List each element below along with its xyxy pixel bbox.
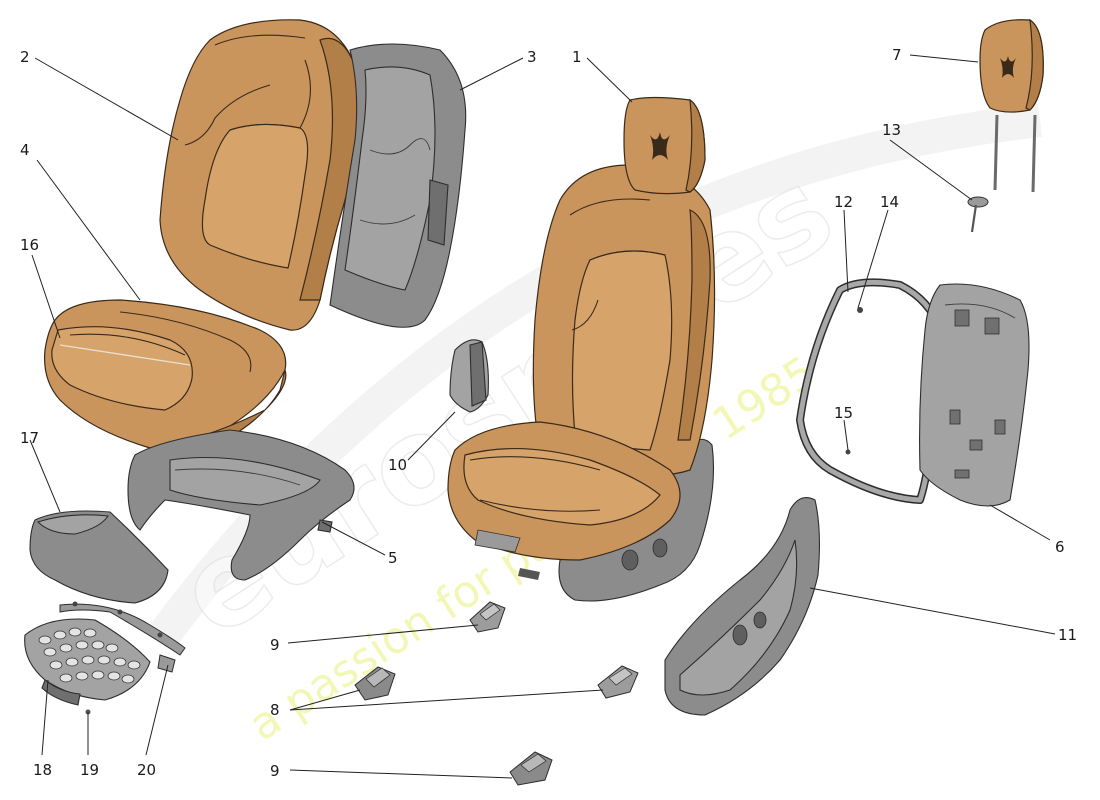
part-clip-lower-9	[509, 751, 553, 786]
callout-17: 17	[20, 429, 39, 447]
callout-5: 5	[388, 549, 398, 567]
callout-2: 2	[20, 48, 30, 66]
part-clip-left-8	[354, 666, 396, 701]
callout-3: 3	[527, 48, 537, 66]
callout-20: 20	[137, 761, 156, 779]
part-cushion-frame-rail	[59, 601, 186, 673]
part-headrest-guide	[967, 196, 989, 233]
callout-11: 11	[1058, 626, 1077, 644]
part-clip-right-8	[597, 665, 639, 699]
callout-15: 15	[834, 404, 853, 422]
part-side-bracket	[449, 339, 489, 413]
part-backrest-frame	[796, 278, 944, 504]
callout-14: 14	[880, 193, 899, 211]
callout-18: 18	[33, 761, 52, 779]
callout-12: 12	[834, 193, 853, 211]
callout-19: 19	[80, 761, 99, 779]
part-clip-upper-9	[469, 601, 506, 633]
callout-10: 10	[388, 456, 407, 474]
part-cushion-pad	[29, 510, 169, 604]
part-seat-back-foam	[329, 43, 467, 328]
callout-9-lower: 9	[270, 762, 280, 780]
callout-1: 1	[572, 48, 582, 66]
part-headrest	[979, 18, 1044, 193]
part-seat-cushion-foam	[127, 429, 355, 581]
part-cushion-pan	[24, 618, 151, 706]
callout-6: 6	[1055, 538, 1065, 556]
callout-9-upper: 9	[270, 636, 280, 654]
part-side-shield	[664, 497, 820, 716]
part-seat-back-cover	[159, 19, 361, 331]
callout-4: 4	[20, 141, 30, 159]
callout-labels: 1 2 3 4 5 6 7 8 9 9 10 11 12 13 14 15 16…	[20, 46, 1077, 780]
callout-16: 16	[20, 236, 39, 254]
part-backrest-rear-panel	[919, 283, 1030, 507]
callout-7: 7	[892, 46, 902, 64]
callout-8: 8	[270, 701, 280, 719]
callout-13: 13	[882, 121, 901, 139]
leader-lines	[29, 54, 1056, 779]
part-complete-seat	[447, 96, 716, 602]
